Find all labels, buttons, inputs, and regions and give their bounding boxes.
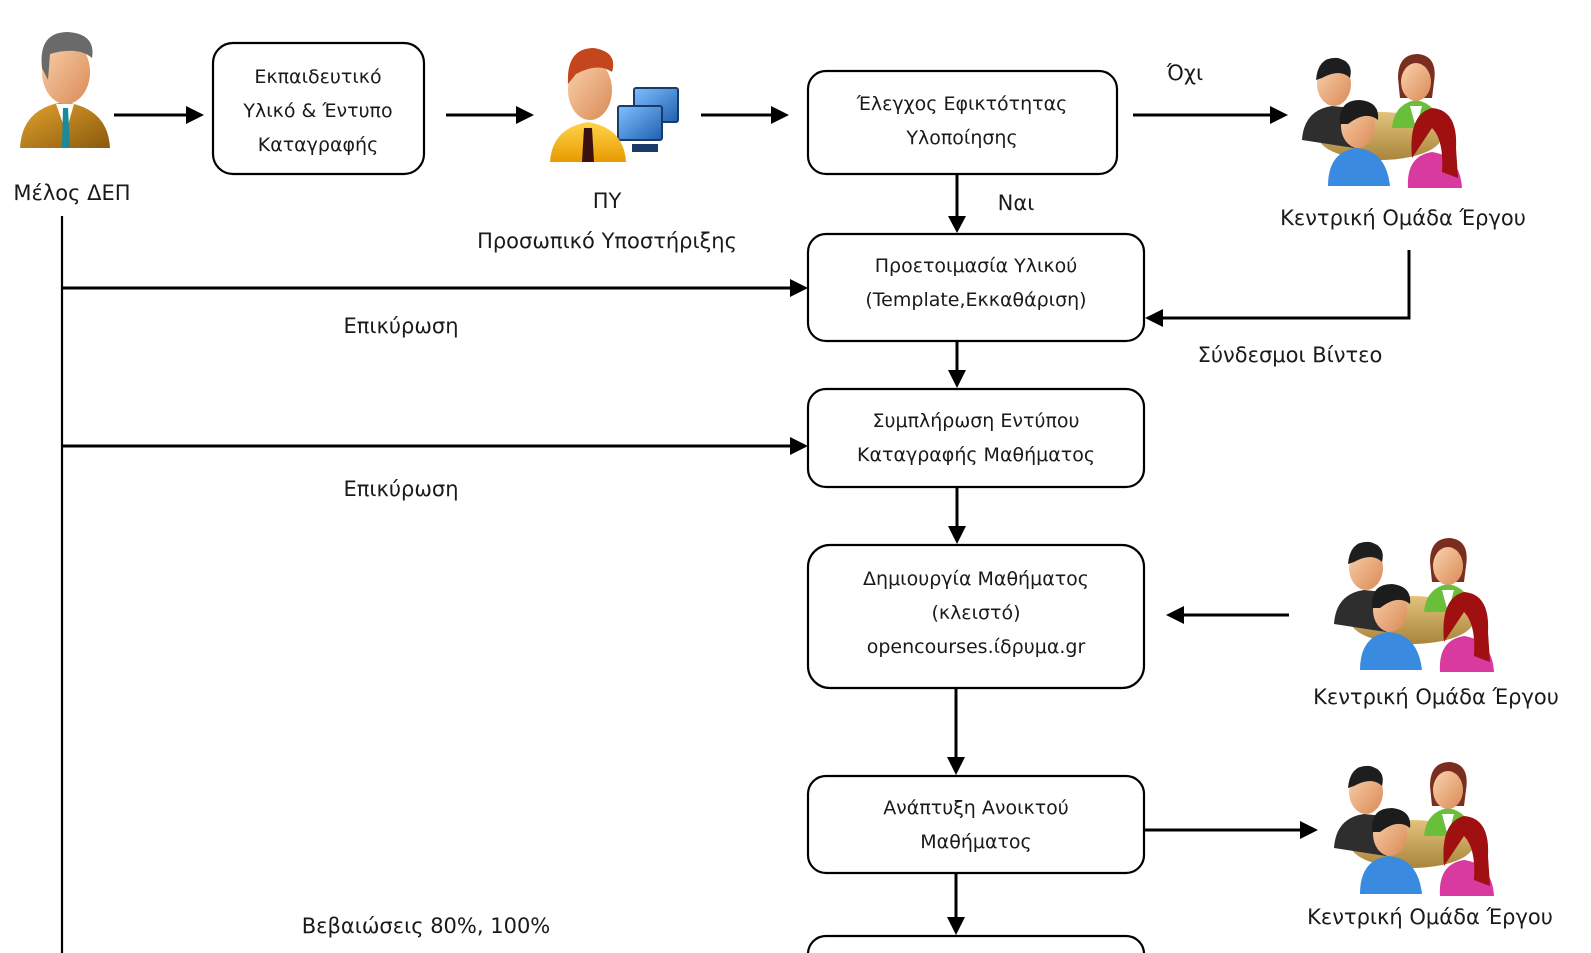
group-meeting-icon (1302, 54, 1462, 188)
edge-label-yes: Ναι (998, 191, 1035, 215)
box-text-line: Εκπαιδευτικό (254, 66, 381, 88)
support-staff-short-label: ΠΥ (593, 189, 622, 213)
edge-label-validation-2: Επικύρωση (343, 477, 458, 501)
arrow-validation-to-form (62, 437, 808, 455)
box-course-creation: Δημιουργία Μαθήματος (κλειστό) opencours… (806, 543, 1146, 690)
central-team-label-3: Κεντρική Ομάδα Έργου (1307, 905, 1553, 929)
box-form-completion: Συμπλήρωση Εντύπου Καταγραφής Μαθήματος (806, 387, 1146, 489)
box-next-step-partial (806, 934, 1146, 953)
box-text-line: Καταγραφής (258, 134, 379, 156)
arrow-validation-to-prepare (62, 279, 808, 297)
arrow-create-to-develop (947, 688, 965, 775)
group-meeting-icon (1334, 538, 1494, 672)
arrow-develop-to-next (947, 873, 965, 935)
support-staff-label: Προσωπικό Υποστήριξης (477, 229, 737, 253)
edge-label-video-links: Σύνδεσμοι Βίντεο (1198, 343, 1383, 367)
box-text-line: Υλικό & Έντυπο (242, 100, 392, 122)
box-text-line: Προετοιμασία Υλικού (875, 255, 1077, 277)
arrow-feasibility-to-prepare-yes (948, 174, 966, 233)
box-text-line: Δημιουργία Μαθήματος (863, 568, 1089, 590)
box-text-line: Μαθήματος (920, 831, 1031, 853)
central-team-actor-1 (1302, 54, 1462, 188)
box-text-line: (κλειστό) (931, 602, 1020, 624)
member-dep-actor (20, 32, 110, 148)
arrow-member-to-material (114, 106, 204, 124)
arrow-prepare-to-form (948, 341, 966, 388)
box-text-line: Καταγραφής Μαθήματος (857, 444, 1095, 466)
box-educational-material: Εκπαιδευτικό Υλικό & Έντυπο Καταγραφής (211, 41, 426, 176)
box-text-line: Ανάπτυξη Ανοικτού (883, 797, 1069, 819)
edge-label-certificates: Βεβαιώσεις 80%, 100% (302, 914, 551, 938)
person-businessman-icon (20, 32, 110, 148)
group-meeting-icon (1334, 762, 1494, 896)
box-text-line: opencourses.ίδρυμα.gr (867, 636, 1086, 658)
member-dep-label: Μέλος ΔΕΠ (13, 181, 130, 205)
central-team-actor-2 (1334, 538, 1494, 672)
support-staff-actor (550, 48, 679, 162)
arrow-develop-to-team (1144, 821, 1318, 839)
edge-label-validation-1: Επικύρωση (343, 314, 458, 338)
box-text-line: (Template,Εκκαθάριση) (865, 289, 1086, 311)
arrow-form-to-create (948, 487, 966, 544)
person-computer-icon (550, 48, 679, 162)
box-feasibility-check: Έλεγχος Εφικτότητας Υλοποίησης (806, 69, 1119, 176)
edge-label-no: Όχι (1166, 61, 1203, 85)
box-material-preparation: Προετοιμασία Υλικού (Template,Εκκαθάριση… (806, 232, 1146, 343)
box-open-course-development: Ανάπτυξη Ανοικτού Μαθήματος (806, 774, 1146, 875)
box-text-line: Υλοποίησης (905, 127, 1017, 149)
box-text-line: Συμπλήρωση Εντύπου (872, 410, 1079, 432)
central-team-label-1: Κεντρική Ομάδα Έργου (1280, 206, 1526, 230)
arrow-team-to-prepare-video (1145, 250, 1411, 327)
arrow-support-to-feasibility (701, 106, 789, 124)
central-team-actor-3 (1334, 762, 1494, 896)
arrow-feasibility-to-team-no (1133, 106, 1288, 124)
arrow-team-to-create (1166, 606, 1289, 624)
central-team-label-2: Κεντρική Ομάδα Έργου (1313, 685, 1559, 709)
arrow-material-to-support (446, 106, 534, 124)
box-text-line: Έλεγχος Εφικτότητας (856, 93, 1068, 115)
